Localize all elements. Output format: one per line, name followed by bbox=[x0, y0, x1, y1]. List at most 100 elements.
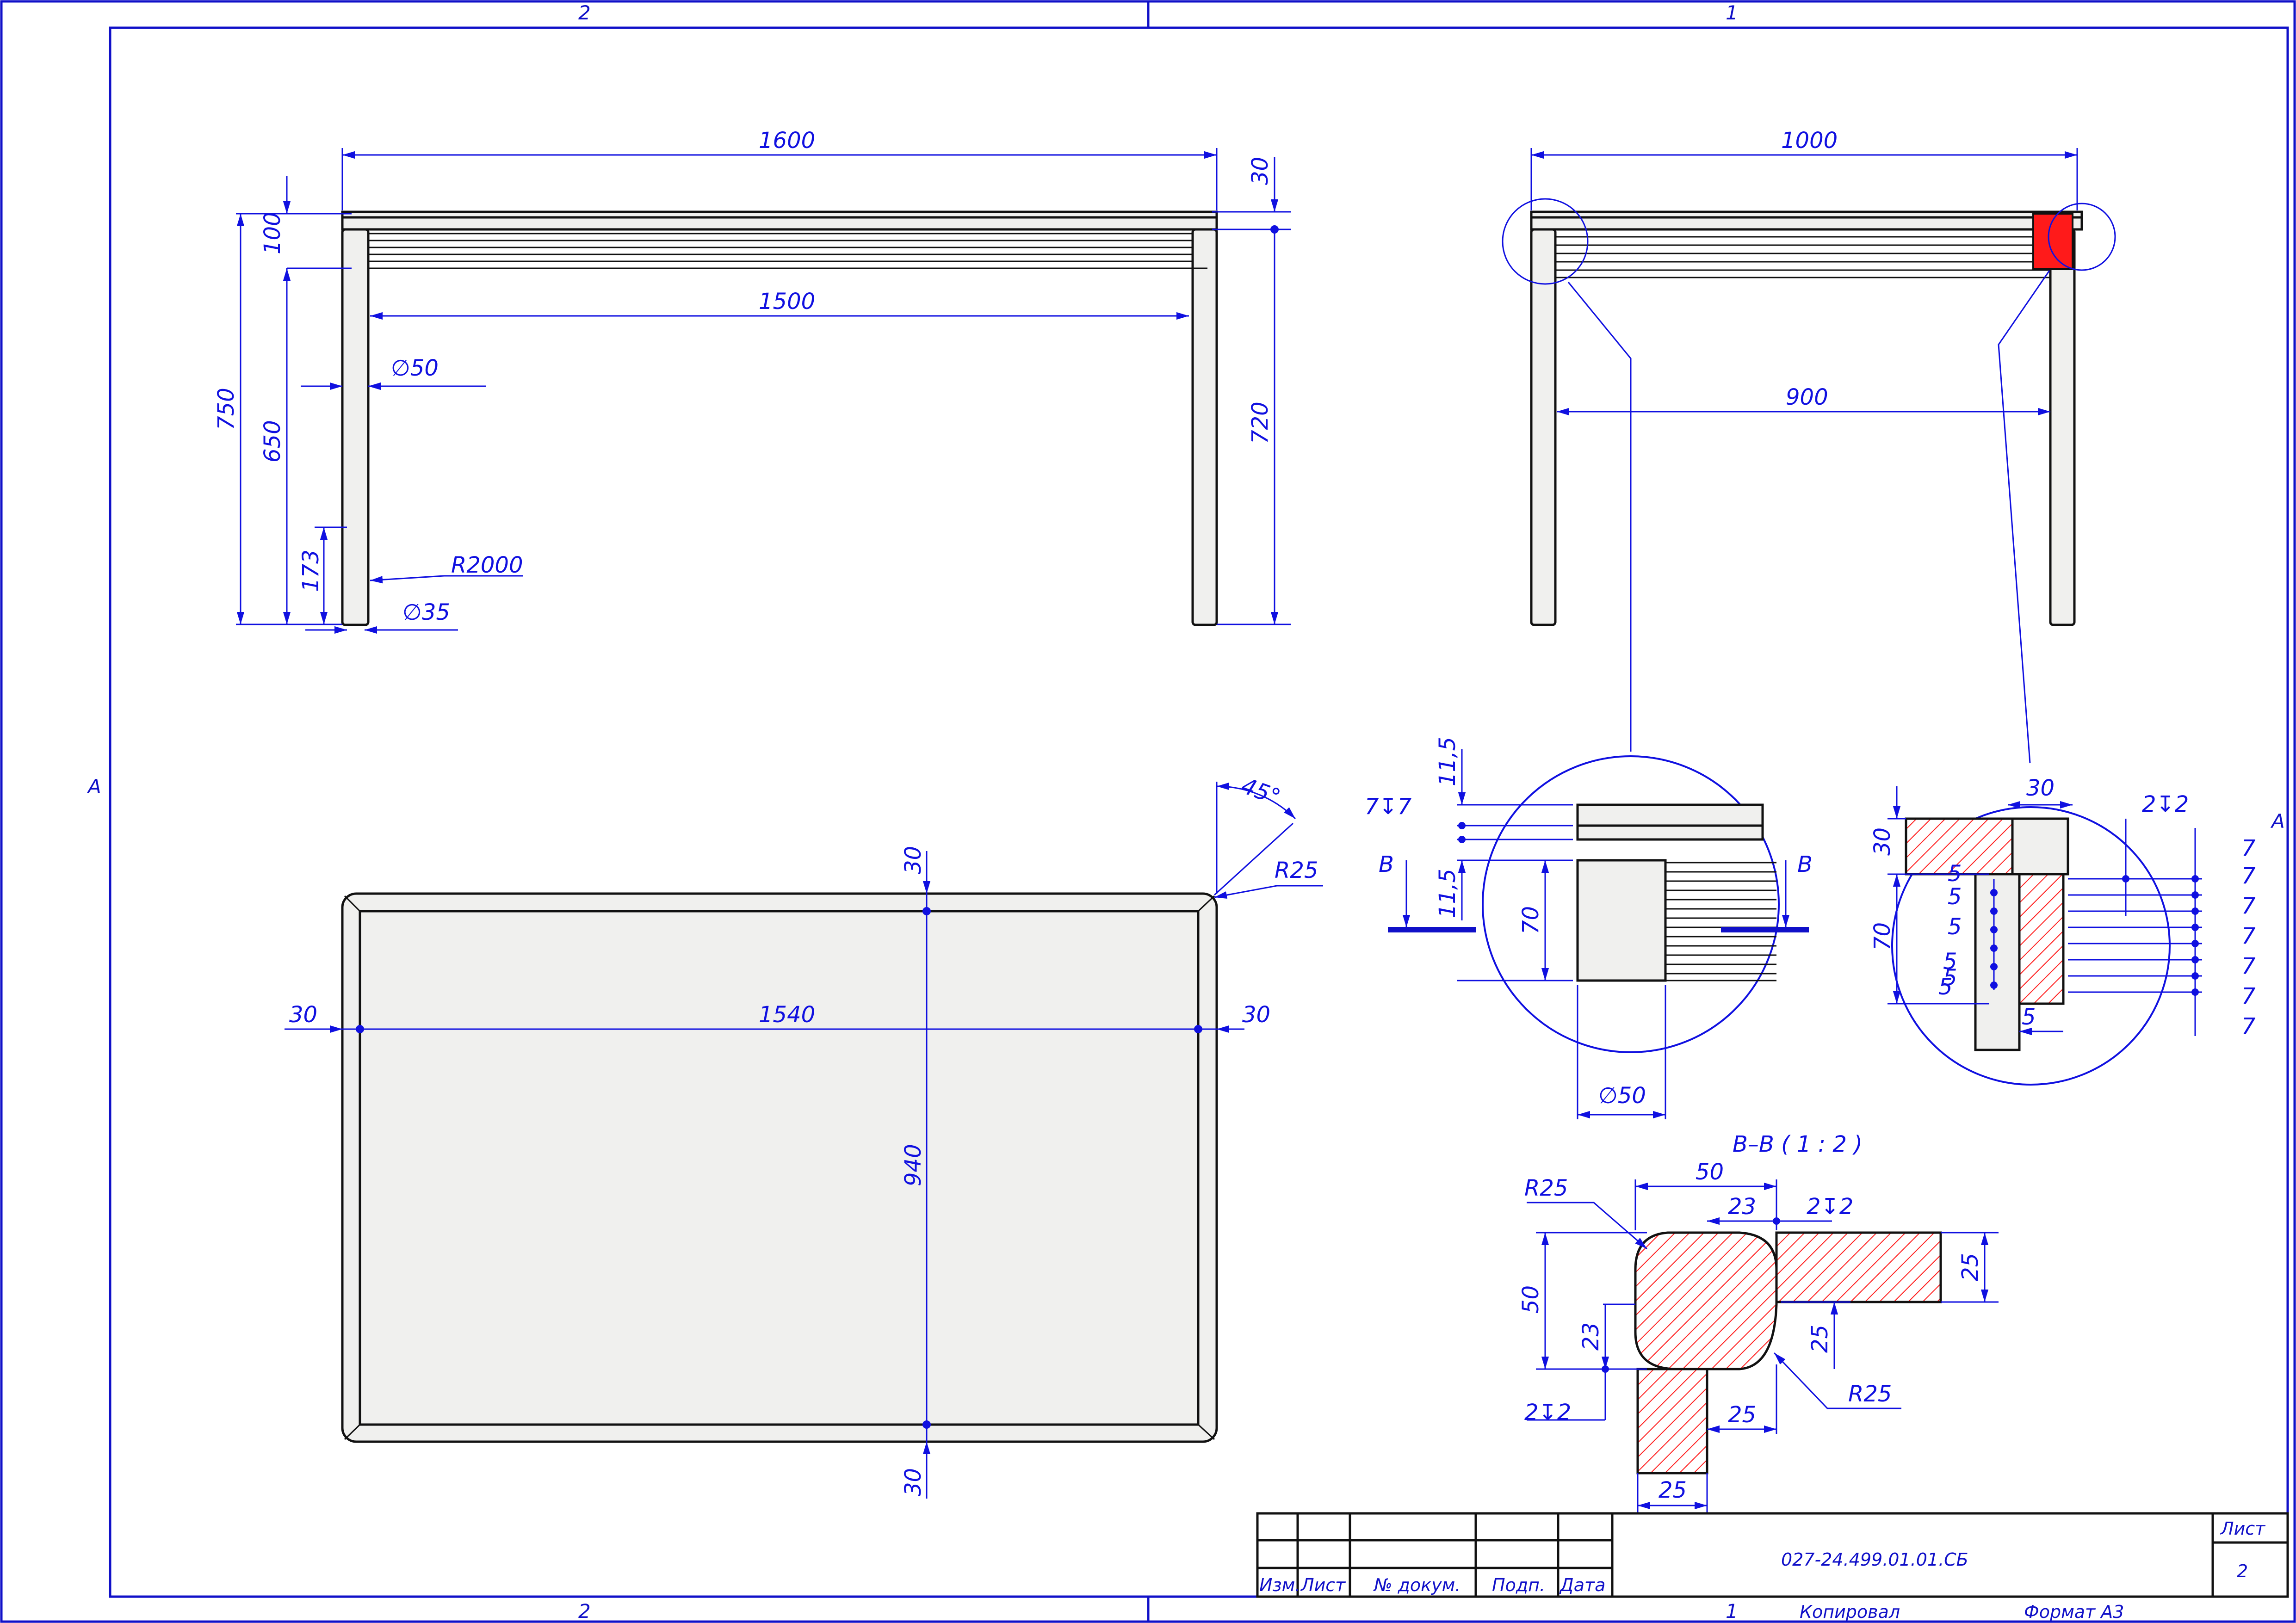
dim-100-text: 100 bbox=[260, 212, 285, 254]
apron-slats bbox=[368, 233, 1207, 269]
section-bb-width: 50 bbox=[1696, 1159, 1724, 1185]
dim-1000-text: 1000 bbox=[1781, 128, 1838, 154]
detail-circle-left bbox=[1502, 198, 1589, 285]
width-2: 7 bbox=[2241, 863, 2256, 889]
section-bb-slat-thickness: 25 bbox=[1957, 1253, 1983, 1281]
dim-angle-text: 45° bbox=[1238, 773, 1284, 811]
detail-right-gaps: 5 5 5 5 5 5 bbox=[1938, 861, 1998, 1000]
tabletop-inner bbox=[359, 910, 1200, 1426]
detail-dim-11-5-bottom: 11,5 bbox=[1435, 869, 1461, 918]
dim-r2000: R2000 bbox=[451, 552, 523, 578]
zone-label-right: A bbox=[2270, 810, 2285, 833]
dim-plan-top: 30 bbox=[900, 846, 926, 874]
dim-900-text: 900 bbox=[1786, 384, 1828, 410]
zone-label-left: A bbox=[87, 775, 101, 798]
detail-right-width: 30 bbox=[2026, 775, 2055, 801]
title-block: Изм. Лист № докум. Подп. Дата 027-24.499… bbox=[1256, 1512, 2289, 1622]
tb-format: Формат А3 bbox=[2024, 1602, 2124, 1622]
detail-right-groove: 2↧2 bbox=[2142, 791, 2189, 817]
detail-slats bbox=[1665, 862, 1776, 981]
tb-copied: Копировал bbox=[1800, 1602, 1900, 1622]
tb-col-list: Лист bbox=[1300, 1575, 1346, 1595]
detail-circle-right bbox=[2048, 203, 2116, 271]
section-label-right: B bbox=[1797, 852, 1813, 877]
section-bb-leg bbox=[1634, 1231, 1778, 1370]
dim-corner-radius: R25 bbox=[1275, 858, 1318, 883]
width-4: 7 bbox=[2241, 923, 2256, 949]
section-bb-groove-left: 2↧2 bbox=[1524, 1400, 1571, 1426]
width-3: 7 bbox=[2241, 893, 2256, 919]
tb-sheet-label: Лист bbox=[2220, 1518, 2266, 1539]
tb-sheet-number: 2 bbox=[2237, 1561, 2248, 1581]
front-view: 1600 1500 750 650 100 30 720 ∅50 173 R20… bbox=[213, 128, 1291, 634]
detail-right-height: 70 bbox=[1869, 922, 1895, 950]
zone-label-top-left: 2 bbox=[578, 1, 591, 24]
front-leg-right bbox=[1191, 228, 1218, 626]
detail-right-top: 30 bbox=[1869, 827, 1895, 856]
dim-leg-diameter: ∅50 bbox=[391, 355, 439, 381]
dim-940-text: 940 bbox=[900, 1144, 926, 1186]
width-1: 7 bbox=[2241, 835, 2256, 861]
section-mark-red bbox=[2032, 213, 2073, 270]
detail-dim-7-7: 7↧7 bbox=[1365, 794, 1412, 820]
dim-1500-text: 1500 bbox=[759, 289, 815, 315]
dim-173-text: 173 bbox=[298, 549, 324, 592]
zone-label-bottom-left: 2 bbox=[578, 1600, 591, 1623]
zone-label-top-right: 1 bbox=[1726, 1, 1738, 24]
section-bb-inner: 23 bbox=[1728, 1194, 1756, 1220]
side-leg-right bbox=[2049, 228, 2076, 626]
section-bb-r-top: R25 bbox=[1524, 1175, 1568, 1201]
plan-view: 30 1540 30 30 940 30 45° R25 bbox=[285, 773, 1323, 1499]
gap-6: 5 bbox=[1938, 974, 1953, 1000]
tb-col-date: Дата bbox=[1559, 1575, 1605, 1595]
width-7: 7 bbox=[2241, 1013, 2256, 1039]
section-bb-leg-offset: 25 bbox=[1728, 1402, 1756, 1428]
dim-1540-text: 1540 bbox=[759, 1002, 815, 1028]
tb-col-doc: № докум. bbox=[1373, 1575, 1461, 1595]
section-bb-r-bottom: R25 bbox=[1848, 1381, 1892, 1407]
inner-frame bbox=[109, 26, 2289, 1598]
detail-right: 30 2↧2 30 70 5 5 5 5 5 5 5 bbox=[1869, 775, 2256, 1086]
gap-3: 5 bbox=[1948, 914, 1962, 940]
dim-30-top-text: 30 bbox=[1247, 157, 1273, 185]
section-bb-groove-top: 2↧2 bbox=[1807, 1194, 1853, 1220]
gap-4: 5 bbox=[1943, 949, 1957, 975]
section-bb-height: 50 bbox=[1518, 1285, 1544, 1314]
leader-right bbox=[1998, 270, 2050, 764]
tb-col-izm: Изм. bbox=[1259, 1575, 1300, 1595]
tb-doc-number: 027-24.499.01.01.СБ bbox=[1781, 1549, 1968, 1570]
dim-angle-arc bbox=[1216, 782, 1296, 820]
width-5: 7 bbox=[2241, 953, 2256, 979]
detail-right-widths: 7 7 7 7 7 7 7 bbox=[2068, 828, 2256, 1039]
section-bb-leg-width: 25 bbox=[1659, 1477, 1687, 1503]
front-leg-left bbox=[341, 228, 370, 626]
detail-dim-70: 70 bbox=[1518, 906, 1544, 934]
zone-label-bottom-right: 1 bbox=[1726, 1600, 1738, 1623]
section-bb-slat-height: 25 bbox=[1807, 1325, 1833, 1353]
section-bb-title: B–B ( 1 : 2 ) bbox=[1733, 1131, 1863, 1157]
dim-plan-bottom: 30 bbox=[900, 1468, 926, 1496]
section-bb-apron bbox=[1636, 1368, 1708, 1475]
detail-right-apron-section bbox=[2018, 873, 2065, 1005]
dim-750-text: 750 bbox=[213, 388, 239, 430]
detail-left: 11,5 7↧7 11,5 70 ∅50 B B bbox=[1365, 737, 1813, 1119]
dim-plan-left: 30 bbox=[289, 1002, 317, 1028]
section-bb: B–B ( 1 : 2 ) 50 23 2↧2 R25 50 23 2↧2 25… bbox=[1518, 1131, 1999, 1512]
dim-650-text: 650 bbox=[260, 420, 285, 463]
section-label-left: B bbox=[1379, 852, 1394, 877]
side-leg-left bbox=[1530, 228, 1557, 626]
tabletop-edge bbox=[341, 216, 1218, 231]
width-6: 7 bbox=[2241, 983, 2256, 1009]
gap-1: 5 bbox=[1948, 861, 1962, 887]
tb-col-sign: Подп. bbox=[1492, 1575, 1545, 1595]
side-view: 1000 900 bbox=[1502, 128, 2116, 764]
dim-720-text: 720 bbox=[1247, 401, 1273, 444]
leader-left bbox=[1567, 282, 1632, 752]
gap-5: 5 bbox=[1943, 965, 1957, 991]
gap-2: 5 bbox=[1948, 884, 1962, 910]
detail-top bbox=[1576, 803, 1764, 827]
detail-leg-diameter: ∅50 bbox=[1598, 1083, 1646, 1109]
section-bb-left-inner: 23 bbox=[1578, 1322, 1604, 1351]
